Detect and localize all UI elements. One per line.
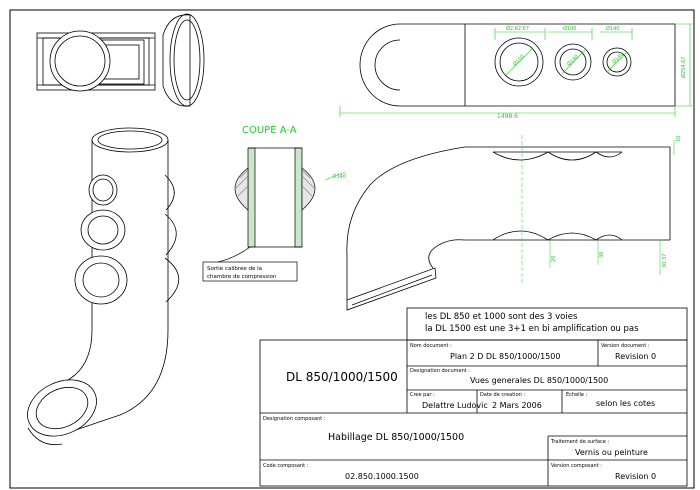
designation-doc-label: Designation document : bbox=[410, 368, 470, 374]
code-label: Code composant : bbox=[263, 463, 309, 469]
created-by-label: Cree par : bbox=[410, 392, 435, 398]
dim-spacing-2: Ø100 bbox=[563, 25, 576, 32]
right-pipe-view bbox=[346, 146, 671, 311]
note-line-2: la DL 1500 est une 3+1 en bi amplificati… bbox=[425, 324, 639, 334]
dim-spacing-1: Ø2.62.67 bbox=[506, 25, 529, 32]
top-left-view bbox=[36, 13, 205, 107]
top-right-dimensions bbox=[339, 23, 694, 117]
dim-spacing-3: Ø140 bbox=[606, 25, 619, 32]
created-by-value: Delattre Ludovic bbox=[422, 401, 488, 410]
component-value: Habillage DL 850/1000/1500 bbox=[328, 432, 465, 443]
callout-line-2: chambre de compression bbox=[207, 274, 277, 280]
date-value: 2 Mars 2006 bbox=[492, 401, 542, 410]
dim-right-b1: 20 bbox=[551, 256, 557, 262]
dim-hole-1: Ø100 bbox=[511, 53, 525, 67]
section-title: COUPE A-A bbox=[242, 125, 297, 136]
doc-label: Nom document : bbox=[410, 343, 452, 349]
note-line-1: les DL 850 et 1000 sont des 3 voies bbox=[425, 312, 578, 322]
title-block-grid bbox=[259, 339, 688, 487]
main-title: DL 850/1000/1500 bbox=[286, 370, 398, 384]
right-view-dimensions bbox=[549, 140, 675, 275]
doc-value: Plan 2 D DL 850/1000/1500 bbox=[450, 352, 561, 361]
dim-height-right: Ø254.67 bbox=[680, 57, 687, 78]
code-value: 02.850.1000.1500 bbox=[345, 472, 419, 481]
version-comp-value: Revision 0 bbox=[615, 472, 657, 481]
date-label: Date de creation : bbox=[480, 392, 526, 398]
surface-label: Traitement de surface : bbox=[551, 439, 610, 445]
dim-top-width: 1498.6 bbox=[497, 113, 518, 120]
version-doc-value: Revision 0 bbox=[615, 352, 657, 361]
left-isometric-view bbox=[27, 127, 180, 446]
scale-value: selon les cotes bbox=[596, 399, 656, 408]
section-view bbox=[217, 147, 346, 263]
scale-label: Echelle : bbox=[566, 392, 588, 398]
callout-line-1: Sortie calibree de la bbox=[207, 266, 262, 272]
note-box bbox=[406, 307, 688, 341]
callout-box bbox=[202, 261, 298, 282]
version-doc-label: Version document : bbox=[601, 343, 650, 349]
component-label: Designation composant : bbox=[263, 416, 326, 422]
dim-hole-2: Ø140 bbox=[565, 53, 579, 67]
surface-value: Vernis ou peinture bbox=[575, 448, 648, 457]
dim-right-top: 10 bbox=[676, 136, 682, 142]
dim-right-b2: 30 bbox=[599, 252, 605, 258]
designation-doc-value: Vues generales DL 850/1000/1500 bbox=[470, 376, 609, 385]
version-comp-label: Version composant : bbox=[551, 463, 602, 469]
top-right-view bbox=[359, 23, 676, 107]
dim-right-b3: 30.37 bbox=[662, 254, 668, 268]
dim-section-radius: R140 bbox=[333, 174, 346, 180]
sheet-border bbox=[9, 9, 695, 489]
